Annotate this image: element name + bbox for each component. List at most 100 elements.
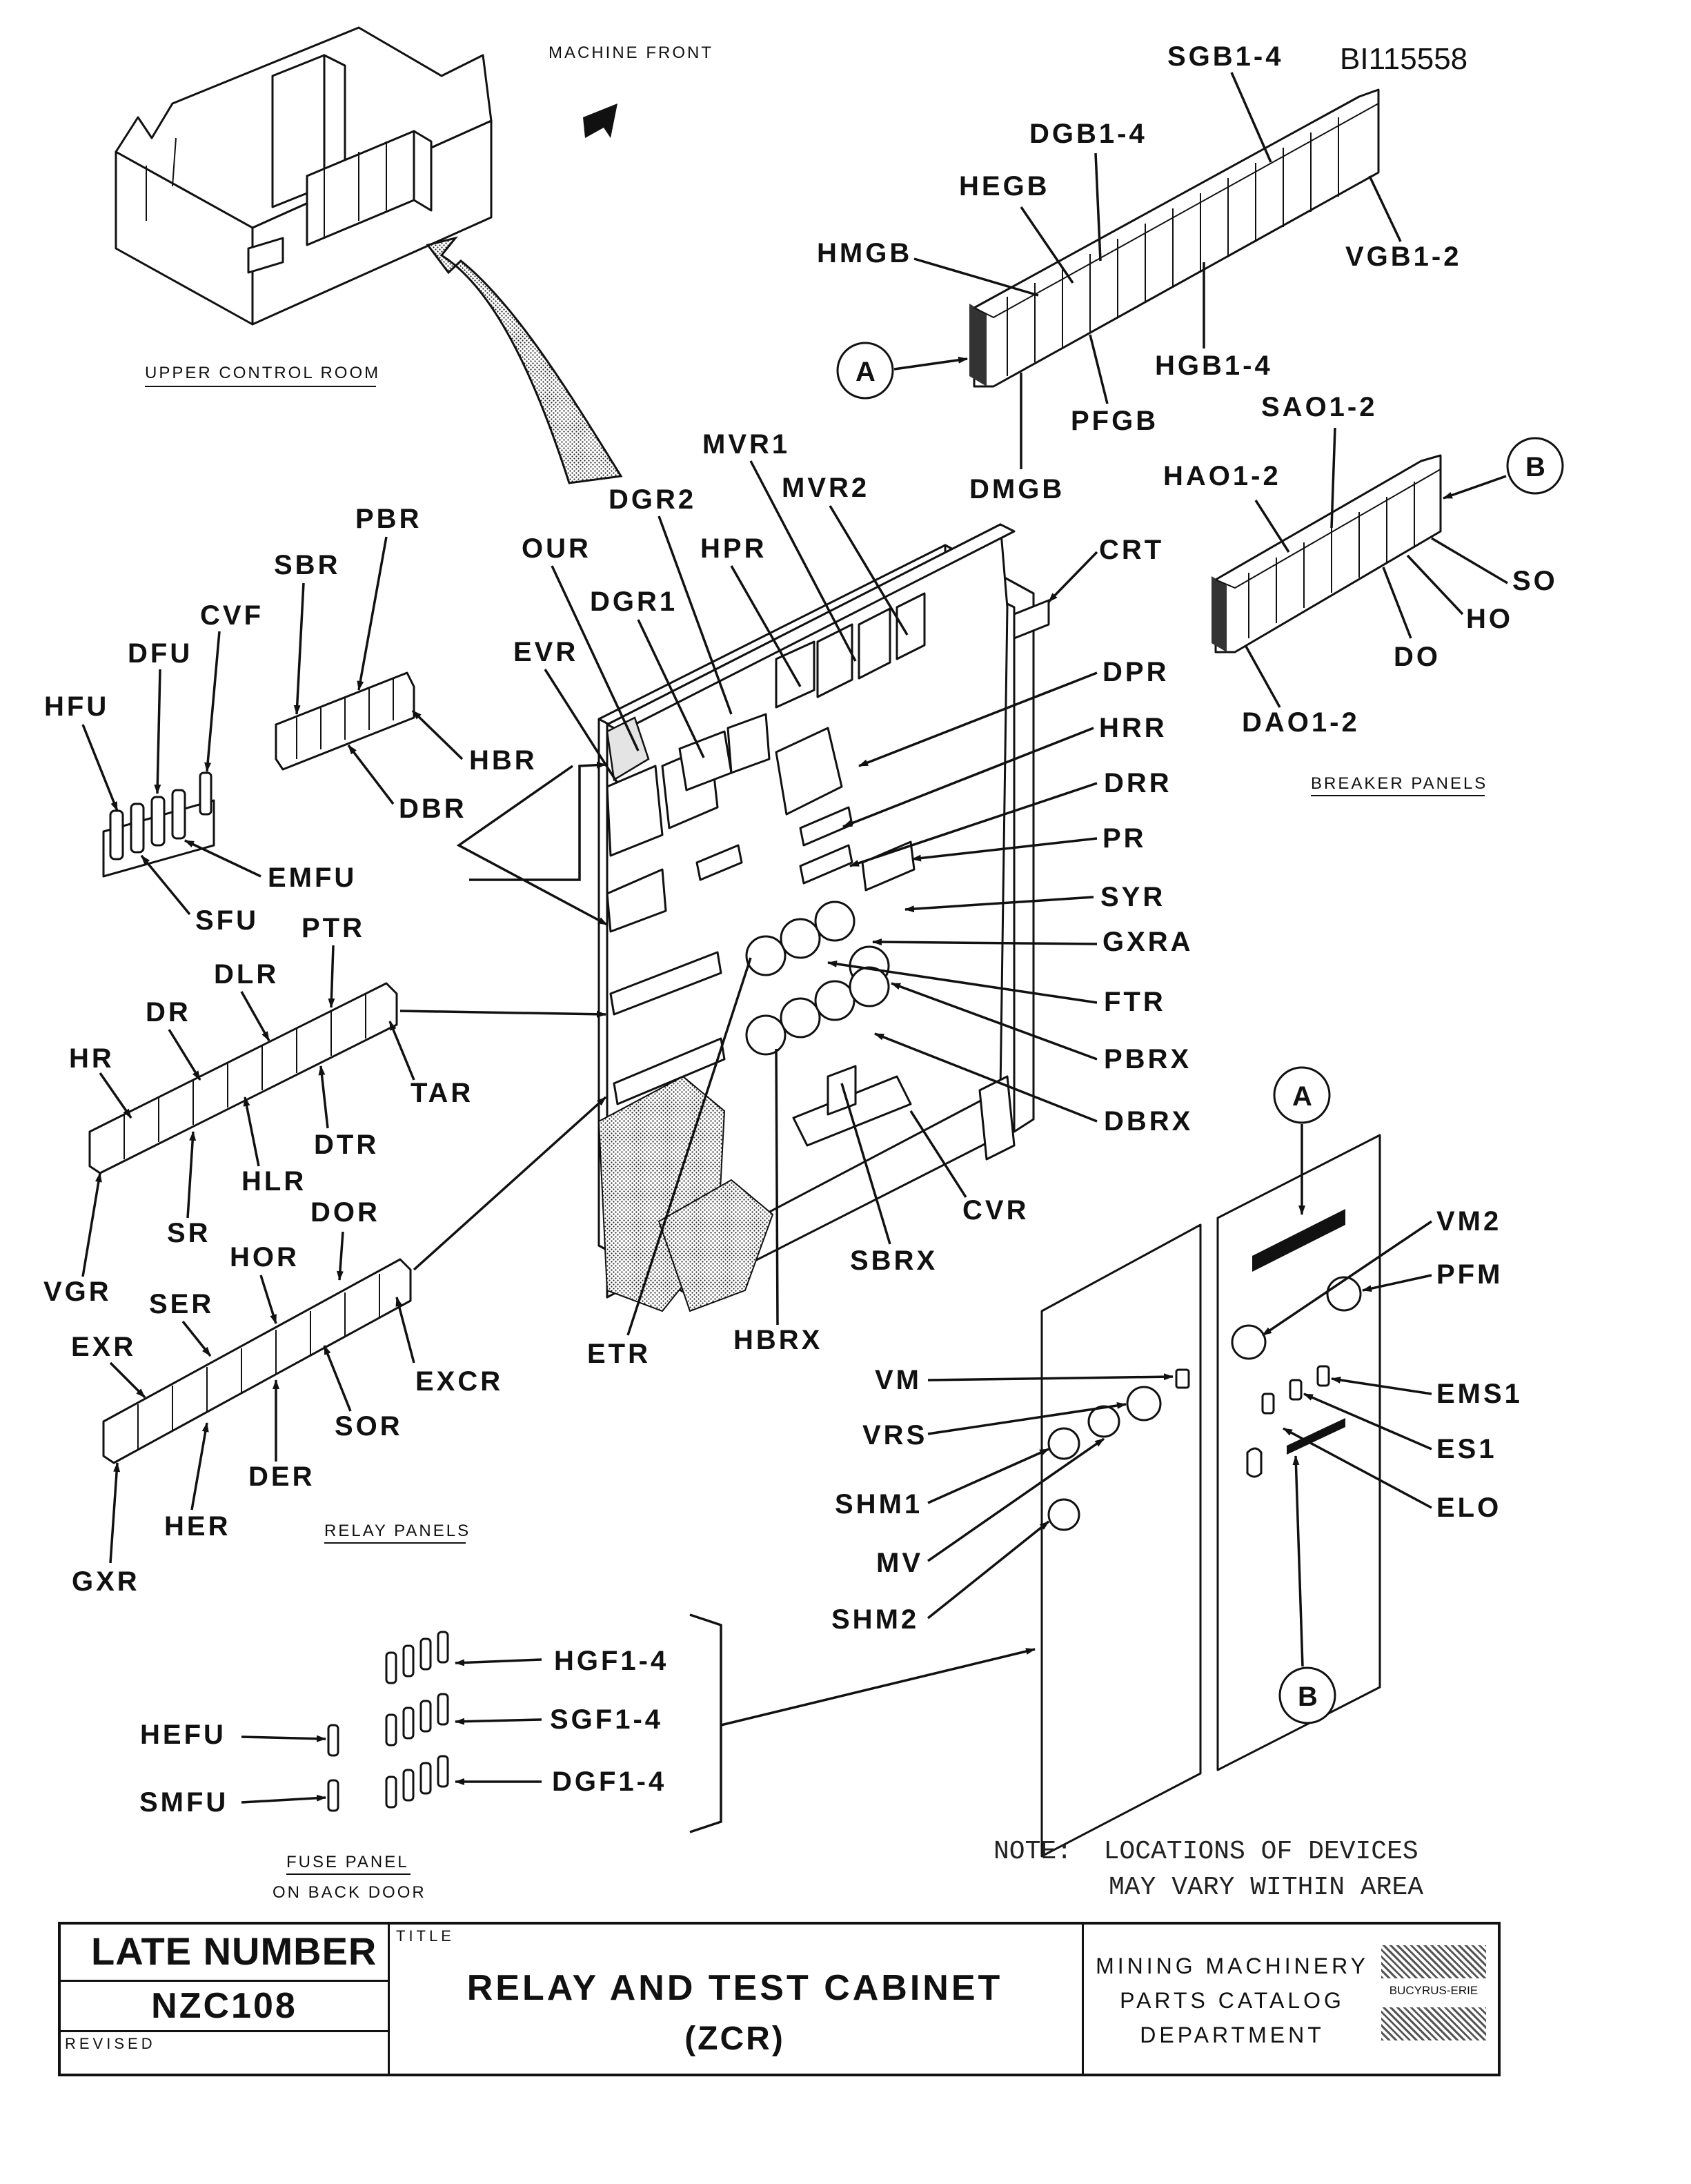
- label-cvr: CVR: [962, 1195, 1029, 1226]
- note-line-2: MAY VARY WITHIN AREA: [1109, 1873, 1423, 1902]
- label-evr: EVR: [513, 637, 578, 667]
- label-ftr: FTR: [1104, 987, 1166, 1017]
- title-block: LATE NUMBER NZC108 REVISED TITLE RELAY A…: [58, 1922, 1501, 2076]
- label-dao: DAO1-2: [1242, 707, 1360, 738]
- label-hbrx: HBRX: [733, 1325, 822, 1355]
- relay-panels-caption: RELAY PANELS: [324, 1522, 471, 1540]
- label-pbrx: PBRX: [1104, 1044, 1191, 1074]
- label-do: DO: [1394, 642, 1441, 672]
- svg-text:A: A: [1292, 1081, 1312, 1112]
- fuse-panel-caption: FUSE PANEL: [286, 1853, 409, 1871]
- label-vgb: VGB1-2: [1345, 242, 1462, 272]
- label-hpr: HPR: [700, 533, 767, 564]
- breaker-b-labels: SAO1-2 HAO1-2 SO HO DO DAO1-2: [1163, 392, 1558, 738]
- callout-a-door: A: [1273, 1066, 1331, 1215]
- label-emfu: EMFU: [268, 863, 357, 893]
- label-dr: DR: [146, 997, 191, 1027]
- label-hfu: HFU: [44, 691, 109, 722]
- note-line-1: NOTE: LOCATIONS OF DEVICES: [993, 1837, 1418, 1867]
- fuse-panel: [327, 1613, 1036, 1833]
- label-sgf: SGF1-4: [550, 1704, 663, 1735]
- label-pfgb: PFGB: [1071, 406, 1158, 436]
- cabinet-device-labels: MVR1 MVR2 DGR2 OUR HPR DGR1 EVR CRT DPR …: [513, 429, 1194, 1369]
- label-so: SO: [1512, 566, 1558, 596]
- label-dbr: DBR: [399, 794, 467, 824]
- breaker-panel-b: [1212, 454, 1442, 653]
- label-smfu: SMFU: [139, 1787, 228, 1818]
- label-pr: PR: [1102, 823, 1147, 854]
- title-caption: TITLE: [396, 1927, 455, 1945]
- label-her: HER: [164, 1511, 230, 1542]
- plate-number-box: LATE NUMBER NZC108 REVISED: [61, 1925, 390, 2074]
- label-hor: HOR: [230, 1242, 299, 1272]
- label-dgf: DGF1-4: [552, 1767, 666, 1797]
- label-dpr: DPR: [1102, 657, 1169, 687]
- upper-control-room-view: [115, 26, 493, 326]
- fuse-panel-labels: HGF1-4 SGF1-4 DGF1-4 HEFU SMFU: [139, 1646, 666, 1818]
- label-mv: MV: [876, 1548, 923, 1578]
- relay-panel-bottom: [102, 1258, 412, 1464]
- drawing-id: BI115558: [1340, 42, 1467, 76]
- bucyrus-erie-logo: BUCYRUS-ERIE: [1378, 1945, 1489, 2049]
- label-ems1: EMS1: [1436, 1379, 1523, 1409]
- label-dmgb: DMGB: [969, 474, 1065, 504]
- machine-front-label: MACHINE FRONT: [548, 43, 713, 62]
- label-sor: SOR: [335, 1411, 403, 1442]
- label-sfu: SFU: [195, 905, 259, 936]
- label-ptr: PTR: [301, 913, 365, 943]
- fuse-holder-group: [102, 771, 215, 878]
- label-dfu: DFU: [128, 638, 192, 669]
- label-gxr: GXR: [72, 1566, 140, 1597]
- label-mvr1: MVR1: [702, 429, 790, 460]
- label-vm2: VM2: [1436, 1206, 1501, 1237]
- label-dbrx: DBRX: [1104, 1106, 1193, 1137]
- label-vm: VM: [875, 1365, 922, 1395]
- callout-b-door: B: [1278, 1455, 1336, 1724]
- svg-text:B: B: [1298, 1682, 1318, 1712]
- label-tar: TAR: [411, 1078, 473, 1108]
- department-line-2: PARTS CATALOG: [1120, 1988, 1345, 2013]
- label-mvr2: MVR2: [782, 473, 869, 503]
- label-es1: ES1: [1436, 1434, 1497, 1464]
- label-sbr: SBR: [274, 550, 340, 580]
- svg-text:A: A: [856, 357, 876, 387]
- label-vrs: VRS: [862, 1420, 927, 1450]
- callout-b-breaker: B: [1443, 437, 1564, 500]
- relay-panel-middle: [88, 982, 398, 1174]
- label-crt: CRT: [1099, 535, 1164, 565]
- label-dlr: DLR: [214, 959, 279, 990]
- label-hlr: HLR: [241, 1166, 306, 1197]
- plate-number-label: LATE NUMBER: [91, 1929, 377, 1973]
- label-dgr2: DGR2: [609, 484, 696, 515]
- label-sr: SR: [167, 1218, 211, 1248]
- fuse-group-labels: HFU DFU CVF SFU EMFU: [44, 600, 357, 936]
- department-line-1: MINING MACHINERY: [1096, 1954, 1369, 1978]
- label-pbr: PBR: [355, 504, 422, 534]
- label-sgb: SGB1-4: [1167, 41, 1284, 72]
- drawing-subtitle: (ZCR): [684, 2020, 785, 2057]
- logo-text: BUCYRUS-ERIE: [1378, 1984, 1489, 1998]
- label-gxra: GXRA: [1102, 927, 1194, 957]
- label-etr: ETR: [587, 1339, 651, 1369]
- label-our: OUR: [522, 533, 591, 564]
- label-dor: DOR: [310, 1197, 380, 1228]
- label-elo: ELO: [1436, 1493, 1501, 1523]
- label-hr: HR: [69, 1043, 115, 1074]
- machine-front-arrow-icon: [583, 104, 617, 138]
- department-box: MINING MACHINERY PARTS CATALOG DEPARTMEN…: [1082, 1925, 1499, 2074]
- callout-a-breaker: A: [836, 342, 968, 400]
- label-hegb: HEGB: [959, 171, 1050, 201]
- fuse-panel-caption-2: ON BACK DOOR: [273, 1883, 426, 1902]
- label-hrr: HRR: [1099, 713, 1167, 743]
- revised-label: REVISED: [65, 2035, 156, 2052]
- label-drr: DRR: [1104, 768, 1172, 798]
- label-dgb: DGB1-4: [1029, 119, 1147, 149]
- label-hgb: HGB1-4: [1155, 351, 1273, 381]
- label-vgr: VGR: [43, 1277, 112, 1307]
- label-shm1: SHM1: [835, 1489, 922, 1519]
- door-labels: VM VRS SHM1 MV SHM2 VM2 PFM EMS1 ES1 ELO: [831, 1206, 1523, 1635]
- svg-text:B: B: [1525, 452, 1545, 482]
- label-excr: EXCR: [415, 1366, 503, 1397]
